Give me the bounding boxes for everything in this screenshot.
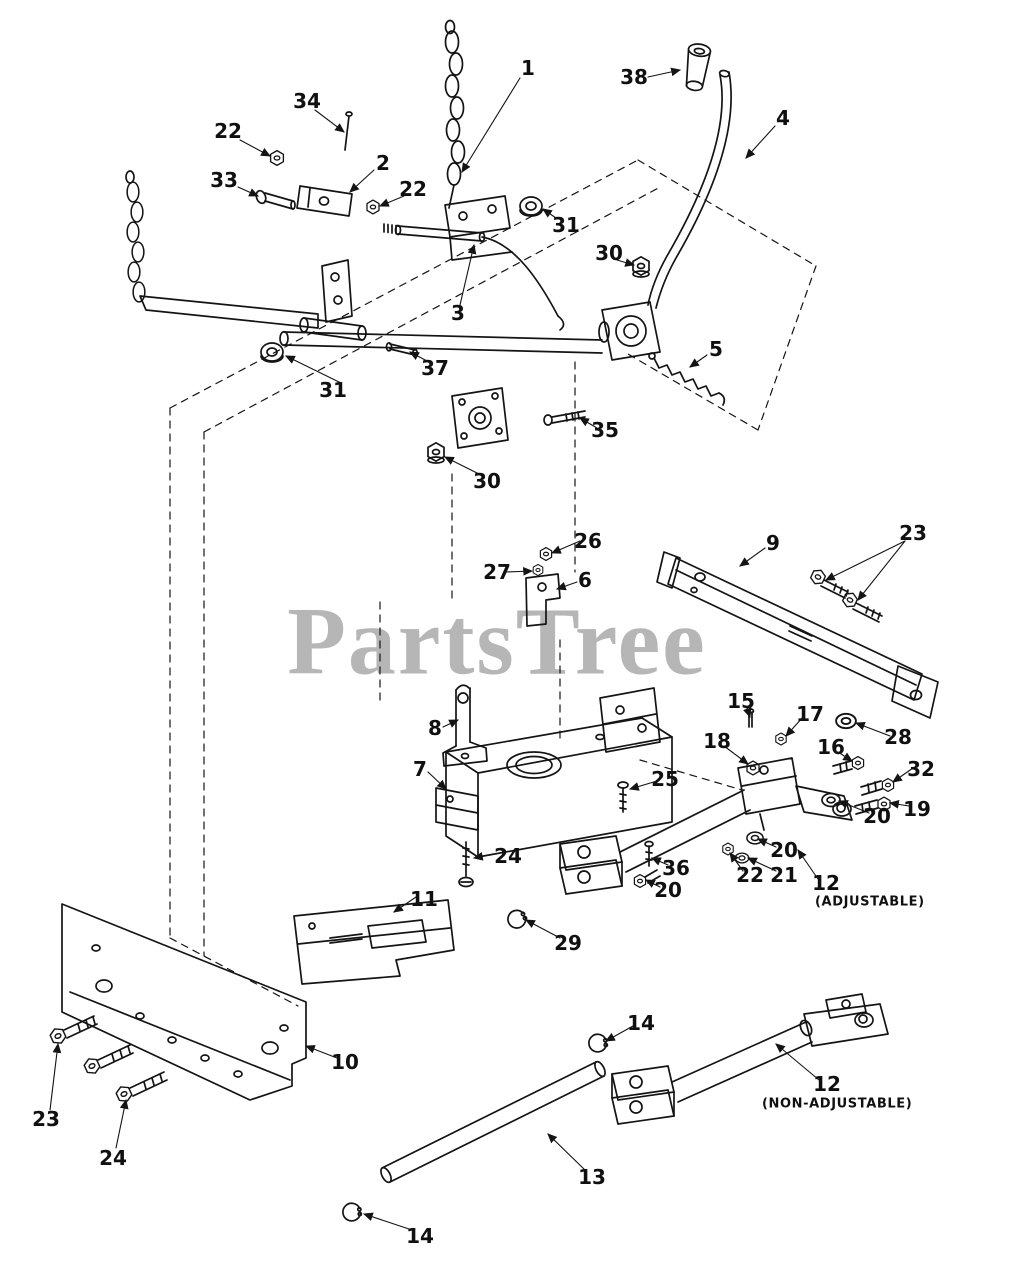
part-4-lever — [647, 69, 732, 309]
part-chain-top — [444, 19, 513, 261]
part-pivot-assembly — [598, 301, 661, 361]
part-22-nut-b — [366, 199, 380, 215]
part-16-bolt — [832, 755, 865, 775]
part-9-channel — [656, 551, 939, 719]
part-19-bolt — [854, 796, 891, 815]
part-31-bushing-a — [519, 196, 543, 217]
part-12-non-adjustable-arm — [611, 993, 889, 1125]
part-12-adjustable-arm — [559, 757, 853, 895]
part-10-plate — [61, 903, 307, 1101]
part-20-bolt-c — [633, 869, 661, 889]
part-cross-shaft — [279, 330, 603, 354]
part-28-washer — [835, 712, 857, 730]
part-chain-left-arm — [125, 170, 367, 341]
part-37-pin — [385, 341, 418, 357]
part-18-nut — [746, 760, 760, 776]
part-21-washer — [734, 852, 750, 864]
part-carrier-plate — [451, 387, 509, 449]
part-15-pin — [746, 708, 755, 728]
part-34-pin — [344, 111, 353, 151]
part-2-block — [296, 185, 353, 217]
part-22-nut-c — [722, 842, 734, 856]
part-22-nut-a — [269, 149, 285, 167]
part-38-grip — [685, 43, 712, 92]
part-29-ring — [507, 909, 528, 929]
part-24-bolt-a — [458, 841, 474, 888]
part-33-bolt — [255, 189, 296, 210]
part-14-ring-a — [585, 1030, 611, 1056]
part-7-plate — [435, 787, 479, 831]
part-17-nut — [775, 732, 787, 746]
watermark-text: PartsTree — [287, 587, 707, 695]
part-3-rod — [383, 223, 565, 331]
part-36-screw — [644, 840, 654, 867]
part-30-nut-b — [427, 441, 445, 464]
part-35-bolt — [543, 410, 586, 426]
dashed-construction-lines — [169, 159, 817, 1007]
part-31-bushing-b — [260, 342, 284, 363]
part-frame-tube — [445, 717, 673, 858]
part-5-spring — [648, 352, 726, 406]
part-23-bolts-right — [808, 566, 883, 623]
part-11-plate — [293, 899, 455, 985]
leader-lines — [49, 67, 914, 1231]
part-26-nut — [539, 546, 553, 562]
part-6-bracket — [525, 573, 561, 627]
part-frame-bracket — [599, 687, 661, 753]
part-13-tube — [380, 1060, 606, 1184]
part-32-bolt — [860, 777, 895, 796]
part-23-24-bolts-left — [47, 1015, 168, 1105]
part-14-ring-b — [339, 1199, 365, 1225]
part-20-washer-b — [746, 831, 764, 845]
part-27-nut — [532, 563, 544, 577]
part-30-nut-a — [632, 255, 650, 278]
part-25-bolt — [617, 781, 629, 813]
